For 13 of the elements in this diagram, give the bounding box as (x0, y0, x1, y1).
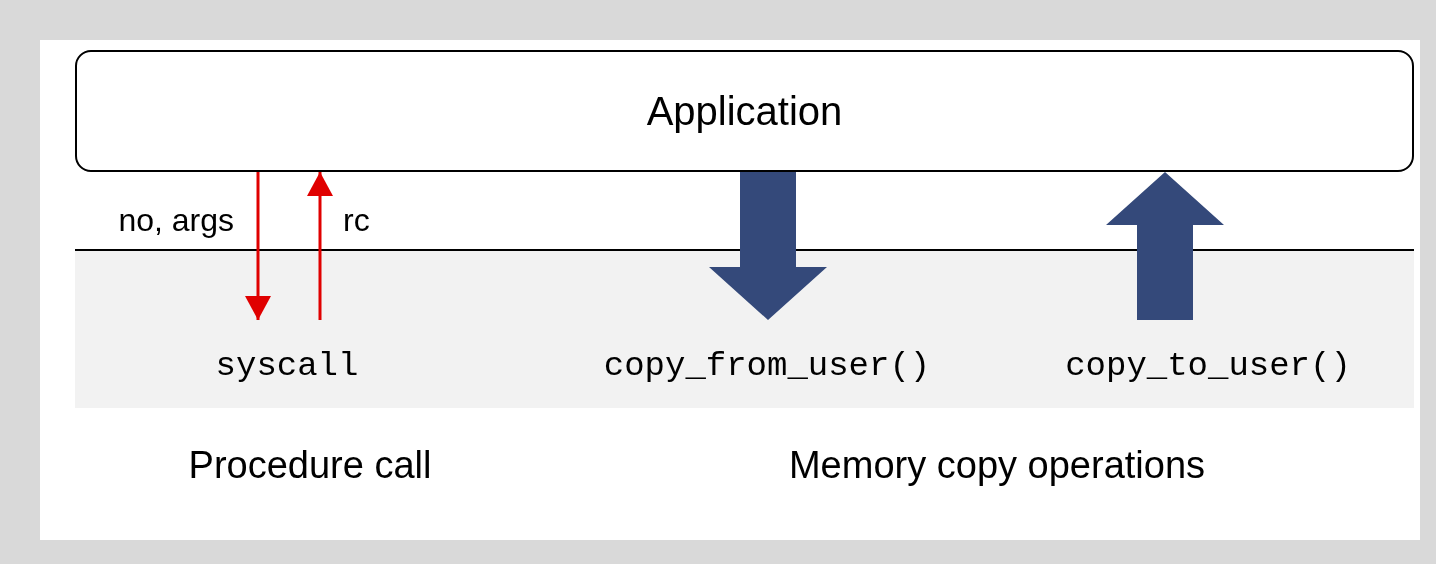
function-name: syscall (187, 322, 387, 386)
block-arrow (709, 172, 827, 320)
section-caption: Procedure call (188, 444, 432, 487)
function-name: copy_from_user() (557, 322, 977, 386)
arrow (245, 172, 271, 320)
shaded-band (75, 249, 1414, 408)
edge-label: no, args (118, 202, 234, 238)
arrow (307, 172, 333, 320)
edge-label: rc (343, 202, 370, 238)
process-box: Application (75, 50, 1414, 172)
block-arrow (1106, 172, 1224, 320)
section-caption: Memory copy operations (788, 444, 1206, 487)
function-name: copy_to_user() (1023, 322, 1393, 386)
